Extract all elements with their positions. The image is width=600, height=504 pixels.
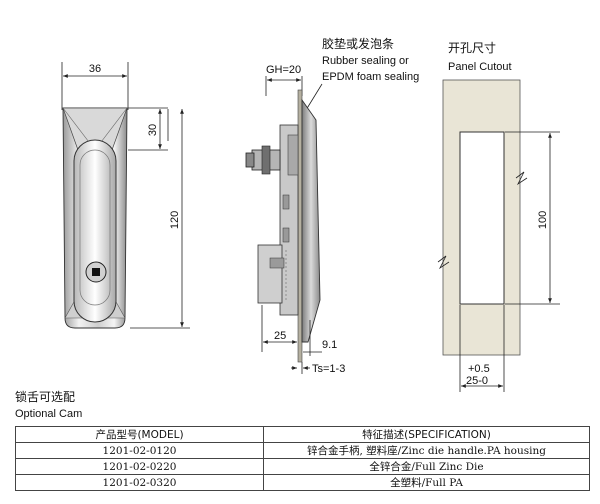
break-mark-right: [515, 171, 528, 186]
spec-cell: 锌合金手柄, 塑料座/Zinc die handle.PA housing: [263, 442, 590, 459]
model-cell: 1201-02-0320: [15, 474, 264, 491]
table-row: 1201-02-0120 锌合金手柄, 塑料座/Zinc die handle.…: [15, 442, 590, 459]
front-top-dim: 30: [147, 124, 159, 136]
front-view: 36 30 120: [61, 62, 190, 329]
seal-label-en-2: EPDM foam sealing: [322, 71, 419, 83]
break-mark-left: [437, 255, 450, 270]
cam-detail: [269, 257, 285, 269]
technical-drawing: 36 30 120 GH=20 胶垫或发泡条 Rubber s: [61, 36, 560, 392]
cutout-hole: [459, 131, 505, 305]
spec-cell: 全塑料/Full PA: [263, 474, 590, 491]
handle: [73, 139, 117, 323]
model-cell: 1201-02-0120: [15, 442, 264, 459]
header-model: 产品型号(MODEL): [15, 426, 264, 443]
side-bottom-dim: 25: [274, 330, 286, 342]
cam-block: [257, 244, 283, 304]
optional-cam-label: 锁舌可选配 Optional Cam: [15, 388, 82, 420]
screw-2: [282, 227, 290, 243]
optional-cam-cn: 锁舌可选配: [15, 390, 76, 404]
panel-plate: [297, 89, 303, 363]
side-offset-dim: 9.1: [322, 339, 337, 351]
side-handle: [301, 98, 321, 343]
model-cell: 1201-02-0220: [15, 458, 264, 475]
table-header-row: 产品型号(MODEL) 特征描述(SPECIFICATION): [15, 426, 590, 443]
header-spec: 特征描述(SPECIFICATION): [263, 426, 590, 443]
cutout-width-dim: 25-0: [466, 375, 488, 387]
seal-label-cn: 胶垫或发泡条: [322, 36, 394, 51]
front-width-dim: 36: [89, 63, 101, 75]
handle-inner-outline: [79, 149, 111, 306]
table-row: 1201-02-0220 全锌合金/Full Zinc Die: [15, 458, 590, 475]
table-row: 1201-02-0320 全塑料/Full PA: [15, 474, 590, 491]
cutout-tol-top: +0.5: [468, 363, 490, 375]
screw-1: [282, 194, 290, 210]
cutout-height-dim: 100: [537, 211, 549, 229]
gh-dim: GH=20: [266, 64, 301, 76]
seal-label-en-1: Rubber sealing or: [322, 55, 409, 67]
ts-dim: Ts=1-3: [312, 363, 345, 375]
seal-leader: [305, 83, 323, 111]
spindle-washer: [261, 145, 271, 175]
spec-table: 产品型号(MODEL) 特征描述(SPECIFICATION) 1201-02-…: [15, 426, 590, 491]
spindle-nut: [245, 152, 255, 168]
cutout-title-cn: 开孔尺寸: [448, 41, 496, 55]
panel-cutout: 开孔尺寸 Panel Cutout 100 +0.5 25-0: [437, 41, 560, 392]
side-view: GH=20 胶垫或发泡条 Rubber sealing or EPDM foam…: [245, 36, 419, 375]
housing-boss: [287, 134, 299, 176]
cutout-title-en: Panel Cutout: [448, 61, 512, 73]
front-height-dim: 120: [169, 211, 181, 229]
optional-cam-en: Optional Cam: [15, 408, 83, 420]
key-slot: [92, 268, 100, 276]
spec-cell: 全锌合金/Full Zinc Die: [263, 458, 590, 475]
